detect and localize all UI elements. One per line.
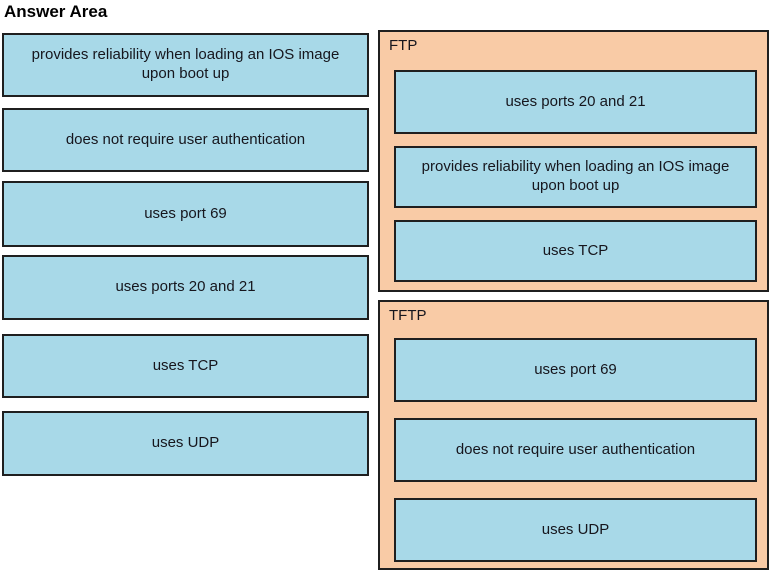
drag-item-reliability[interactable]: provides reliability when loading an IOS… [2, 33, 369, 97]
drop-zone-ftp[interactable]: FTP uses ports 20 and 21 provides reliab… [378, 30, 769, 292]
drag-item-port-69[interactable]: uses port 69 [2, 181, 369, 247]
dropped-item-port-69[interactable]: uses port 69 [394, 338, 757, 402]
drop-zone-tftp-label: TFTP [389, 307, 427, 324]
dropped-item-tcp[interactable]: uses TCP [394, 220, 757, 282]
drag-item-ports-20-21[interactable]: uses ports 20 and 21 [2, 255, 369, 320]
drag-item-udp[interactable]: uses UDP [2, 411, 369, 476]
drop-zone-tftp[interactable]: TFTP uses port 69 does not require user … [378, 300, 769, 570]
drag-item-no-authentication[interactable]: does not require user authentication [2, 108, 369, 172]
dropped-item-no-authentication[interactable]: does not require user authentication [394, 418, 757, 482]
drag-item-tcp[interactable]: uses TCP [2, 334, 369, 398]
dropped-item-ports-20-21[interactable]: uses ports 20 and 21 [394, 70, 757, 134]
dropped-item-reliability[interactable]: provides reliability when loading an IOS… [394, 146, 757, 208]
page-title: Answer Area [4, 2, 108, 21]
dropped-item-udp[interactable]: uses UDP [394, 498, 757, 562]
drop-zone-ftp-label: FTP [389, 37, 418, 54]
